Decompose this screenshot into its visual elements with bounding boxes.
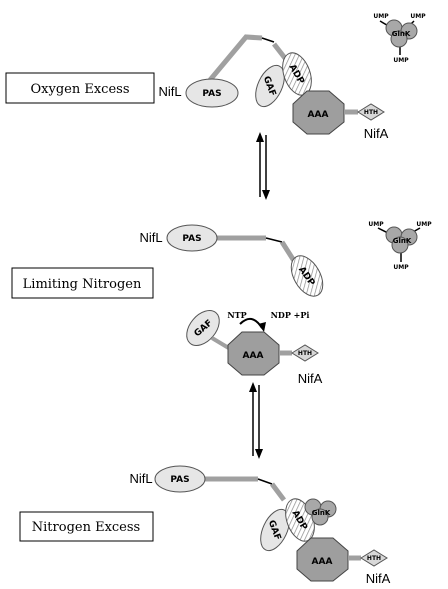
nifl-label: NifL (129, 471, 152, 486)
gaf-domain (186, 310, 220, 346)
panel-limiting-nitrogen: NifL PAS ADP Limiting Nitrogen GlnK UMP … (11, 221, 432, 386)
linker-segment (265, 237, 283, 243)
aaa-label: AAA (312, 557, 333, 567)
panel-oxygen-excess: Oxygen Excess NifL PAS GAF ADP AAA HTH N… (5, 13, 426, 141)
glnk-trimer-bound: GlnK (304, 498, 337, 526)
hth-domain (291, 344, 319, 362)
pas-label: PAS (202, 89, 221, 99)
hth-label: HTH (367, 555, 381, 562)
nifa-label: NifA (366, 571, 391, 586)
nifl-linker (208, 34, 263, 82)
equilibrium-arrows-1 (256, 132, 270, 200)
pas-domain (166, 224, 218, 252)
pas-domain (185, 78, 239, 108)
condition-label-nitrogen-excess: Nitrogen Excess (32, 520, 140, 535)
gaf-domain (255, 64, 285, 108)
gaf-domain (260, 508, 290, 552)
linker-segment (257, 478, 273, 485)
nifa-label: NifA (364, 126, 389, 141)
condition-box-oxygen-excess (5, 72, 155, 104)
condition-label-oxygen-excess: Oxygen Excess (31, 82, 130, 97)
hth-label: HTH (298, 350, 312, 357)
glnk-label: GlnK (393, 237, 412, 245)
equilibrium-arrows-2 (249, 382, 263, 459)
condition-box-limiting-nitrogen (11, 267, 154, 299)
aaa-domain (292, 90, 345, 135)
ndp-pi-label: NDP +Pi (271, 310, 310, 320)
hydrolysis-arrowhead (258, 322, 266, 332)
hydrolysis-arrow (239, 317, 263, 329)
ump-label: UMP (416, 221, 432, 228)
hth-domain (360, 549, 388, 567)
hth-label: HTH (364, 109, 378, 116)
pas-label: PAS (182, 234, 201, 244)
nifl-label: NifL (139, 230, 162, 245)
ump-label: UMP (373, 13, 389, 20)
pas-label: PAS (170, 475, 189, 485)
condition-label-limiting-nitrogen: Limiting Nitrogen (23, 277, 142, 292)
linker-segment (261, 37, 275, 43)
aaa-label: AAA (308, 110, 329, 120)
nifa-label: NifA (298, 371, 323, 386)
adp-domain (290, 255, 324, 297)
nifl-linker-2 (270, 482, 286, 502)
pas-domain (154, 465, 206, 493)
aaa-label: AAA (243, 351, 264, 361)
ump-label: UMP (393, 57, 409, 64)
ump-label: UMP (368, 221, 384, 228)
panel-nitrogen-excess: NifL PAS Nitrogen Excess GAF ADP GlnK AA… (19, 465, 391, 586)
glnk-label: GlnK (312, 509, 331, 517)
ump-label: UMP (393, 264, 409, 271)
ntp-label: NTP (227, 310, 246, 320)
aaa-domain (227, 331, 280, 376)
glnk-trimer: GlnK UMP UMP UMP (373, 13, 426, 64)
glnk-trimer: GlnK UMP UMP UMP (368, 221, 432, 271)
condition-box-nitrogen-excess (19, 511, 154, 542)
hth-domain (357, 103, 385, 121)
ump-label: UMP (410, 13, 426, 20)
glnk-label: GlnK (392, 30, 411, 38)
aaa-domain (296, 537, 349, 582)
nifl-label: NifL (158, 84, 181, 99)
